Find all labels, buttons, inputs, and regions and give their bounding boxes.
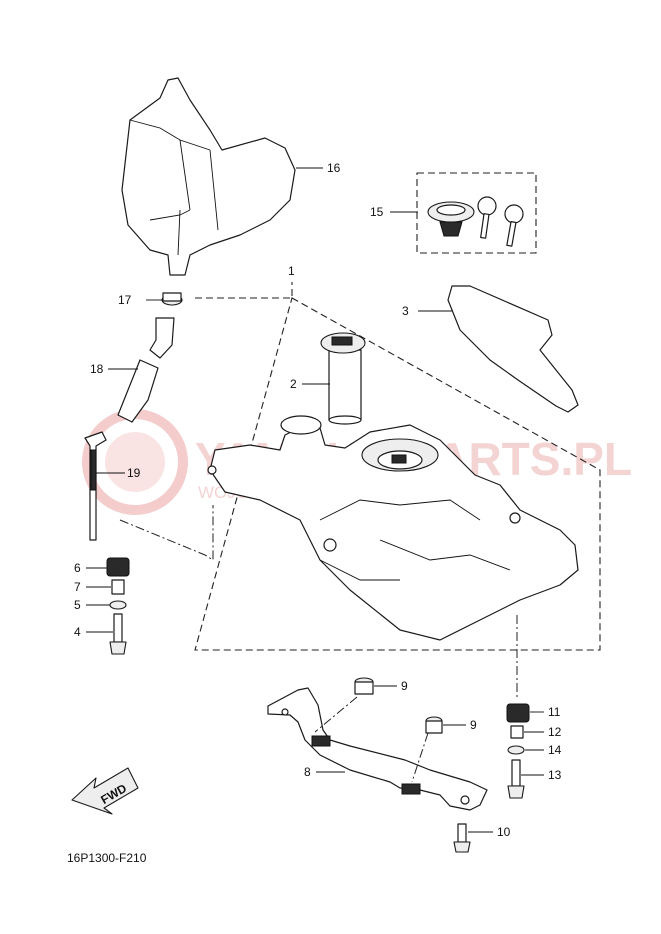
callout-17: 17 (118, 293, 132, 307)
callout-11: 11 (548, 705, 561, 719)
callout-7: 7 (74, 580, 81, 594)
part-18-hose (117, 359, 159, 423)
part-4-bolt (109, 613, 127, 655)
part-13-bolt (507, 759, 525, 799)
part-11-damper (506, 703, 530, 723)
part-9-collar-b (425, 716, 443, 734)
callout-19: 19 (127, 466, 141, 480)
fwd-arrow-icon: FWD (71, 767, 139, 815)
callout-15: 15 (370, 205, 384, 219)
part-5-washer (109, 600, 127, 610)
callout-9a: 9 (401, 679, 408, 693)
callout-4: 4 (74, 625, 81, 639)
callout-8: 8 (304, 765, 311, 779)
callout-18: 18 (90, 362, 104, 376)
part-16-cover (121, 77, 296, 276)
callout-13: 13 (548, 768, 562, 782)
callout-14: 14 (548, 743, 562, 757)
part-2-fuel-pump (320, 332, 366, 425)
callout-16: 16 (327, 161, 341, 175)
part-9-collar-a (354, 677, 374, 695)
callout-9b: 9 (470, 718, 477, 732)
callout-5: 5 (74, 598, 81, 612)
part-15-box (416, 172, 537, 254)
part-17-grommet (161, 292, 183, 306)
part-6-damper (106, 557, 130, 577)
part-8-bracket (267, 687, 488, 811)
part-19-band (84, 431, 107, 541)
part-12-collar (510, 725, 524, 739)
callout-1: 1 (288, 264, 295, 278)
callout-12: 12 (548, 725, 562, 739)
callout-6: 6 (74, 561, 81, 575)
diagram-code: 16P1300-F210 (67, 851, 147, 865)
watermark-logo-icon (82, 409, 188, 515)
part-3-pad (447, 285, 579, 413)
callout-2: 2 (290, 377, 297, 391)
part-10-bolt (453, 823, 471, 853)
part-1-fuel-tank (207, 415, 579, 641)
part-hose-upper (149, 317, 175, 359)
callout-3: 3 (402, 304, 409, 318)
part-15-cap-keys (427, 196, 524, 247)
part-14-washer (507, 745, 525, 755)
part-7-collar (111, 579, 125, 595)
assembly-box (194, 282, 601, 651)
callout-10: 10 (497, 825, 511, 839)
